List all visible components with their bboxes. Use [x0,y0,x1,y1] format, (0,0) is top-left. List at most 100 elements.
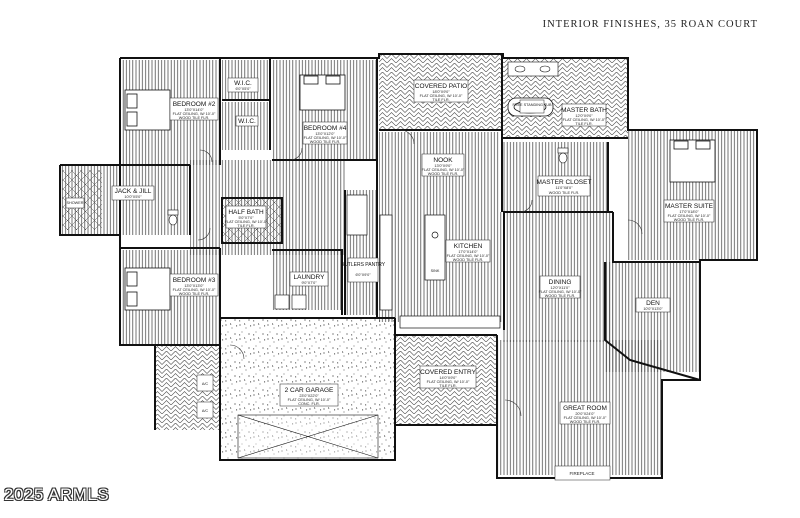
svg-text:14'0"X9'0": 14'0"X9'0" [439,376,457,380]
ac-label: A/C [202,382,209,386]
room-dining: DINING 12'0"X11'0" FLAT CEILING, W/ 10'-… [539,275,582,299]
svg-text:CONC. FLR.: CONC. FLR. [298,402,320,406]
walls [59,53,758,479]
room-laundry: LAUNDRY 9'0"X7'0" [289,271,329,287]
svg-text:11'0"X8'0": 11'0"X8'0" [556,186,574,190]
svg-text:MASTER CLOSET: MASTER CLOSET [537,179,592,186]
kitchen-island [424,214,446,281]
svg-text:FLAT CEILING, W/ 10'-0": FLAT CEILING, W/ 10'-0" [668,214,711,218]
fireplace-label: FIREPLACE [569,471,594,476]
room-great-room: GREAT ROOM 20'0"X24'0" FLAT CEILING, W/ … [559,401,611,425]
watermark: 2025 ARMLS [4,485,110,504]
room-nook: NOOK 13'0"X9'0" FLAT CEILING, W/ 10'-0" … [422,153,465,177]
svg-text:FLAT CEILING, W/ 10'-0": FLAT CEILING, W/ 10'-0" [563,118,606,122]
label-shower: SHOWER [65,197,85,209]
page-header-title: INTERIOR FINISHES, 35 ROAN COURT [542,19,758,30]
svg-text:13'0"X12'0": 13'0"X12'0" [315,132,335,136]
bed-icon [124,267,171,311]
sink-label: SINK [431,269,440,273]
svg-text:LAUNDRY: LAUNDRY [294,274,326,281]
room-den: DEN 10'0"X13'0" [635,297,671,313]
room-bedroom4: BEDROOM #4 13'0"X12'0" FLAT CEILING, W/ … [302,121,348,145]
svg-text:FLAT CEILING, W/ 10'-0": FLAT CEILING, W/ 10'-0" [447,254,490,258]
door-swings [197,129,643,417]
svg-text:BEDROOM #3: BEDROOM #3 [173,277,216,284]
svg-text:10'0"X13'0": 10'0"X13'0" [643,307,663,311]
svg-text:TILE FLR.: TILE FLR. [432,98,449,102]
svg-text:WOOD TILE FLR.: WOOD TILE FLR. [179,116,210,120]
svg-text:BUTLERS PANTRY: BUTLERS PANTRY [341,262,386,268]
svg-text:6'0"X9'0": 6'0"X9'0" [355,273,371,277]
svg-text:JACK & JILL: JACK & JILL [115,188,152,195]
room-wic: W.I.C. 6'0"X5'0" [227,77,259,93]
svg-text:TILE FLR.: TILE FLR. [439,384,456,388]
svg-text:FLAT CEILING, W/ 10'-0": FLAT CEILING, W/ 10'-0" [288,398,331,402]
svg-text:HALF BATH: HALF BATH [228,209,264,216]
vanity-icon [507,61,559,77]
room-master-suite: MASTER SUITE 17'0"X18'0" FLAT CEILING, W… [663,199,715,223]
room-labels: BEDROOM #2 13'0"X14'0" FLAT CEILING, W/ … [65,77,715,476]
svg-text:TILE FLR.: TILE FLR. [237,224,254,228]
svg-text:SHOWER: SHOWER [66,201,83,205]
svg-text:WOOD TILE FLR.: WOOD TILE FLR. [428,172,459,176]
svg-text:5'0"X7'0": 5'0"X7'0" [238,216,254,220]
room-kitchen: KITCHEN 17'0"X14'0" FLAT CEILING, W/ 10'… [445,239,491,263]
svg-text:18'0"X9'0": 18'0"X9'0" [432,90,450,94]
svg-text:FLAT CEILING, W/ 10'-0": FLAT CEILING, W/ 10'-0" [420,94,463,98]
svg-text:FLAT CEILING, W/ 10'-0": FLAT CEILING, W/ 10'-0" [427,380,470,384]
svg-text:FLAT CEILING, W/ 10'-0": FLAT CEILING, W/ 10'-0" [173,112,216,116]
room-jack-jill: JACK & JILL 10'0"X5'0" [111,185,155,201]
garage-door [237,414,379,459]
svg-text:WOOD TILE FLR.: WOOD TILE FLR. [549,191,580,195]
svg-text:12'0"X11'0": 12'0"X11'0" [550,286,570,290]
ac-units [196,374,214,419]
svg-text:FLAT CEILING, W/ 10'-0": FLAT CEILING, W/ 10'-0" [173,288,216,292]
svg-text:WOOD TILE FLR.: WOOD TILE FLR. [310,140,341,144]
svg-text:10'0"X5'0": 10'0"X5'0" [124,195,142,199]
room-half-bath: HALF BATH 5'0"X7'0" FLAT CEILING, W/ 10'… [225,205,268,229]
svg-text:MASTER SUITE: MASTER SUITE [665,203,714,210]
svg-text:DEN: DEN [646,300,660,307]
room-butlers-pantry: BUTLERS PANTRY 6'0"X9'0" [341,257,386,283]
svg-text:WOOD TILE FLR.: WOOD TILE FLR. [570,420,601,424]
counter [346,194,501,329]
svg-text:9'0"X7'0": 9'0"X7'0" [301,281,317,285]
svg-text:WOOD TILE FLR.: WOOD TILE FLR. [179,292,210,296]
svg-text:WOOD TILE FLR.: WOOD TILE FLR. [674,218,705,222]
svg-text:FLAT CEILING, W/ 10'-0": FLAT CEILING, W/ 10'-0" [564,416,607,420]
svg-text:WOOD TILE FLR.: WOOD TILE FLR. [545,294,576,298]
toilet-icon [557,147,569,164]
svg-text:13'0"X14'0": 13'0"X14'0" [184,108,204,112]
svg-text:FLAT CEILING, W/ 10'-0": FLAT CEILING, W/ 10'-0" [539,290,582,294]
svg-text:FLAT CEILING, W/ 10'-0": FLAT CEILING, W/ 10'-0" [225,220,268,224]
bed-icon [124,89,171,131]
svg-text:13'0"X9'0": 13'0"X9'0" [434,164,452,168]
room-master-closet: MASTER CLOSET 11'0"X8'0" WOOD TILE FLR. [537,175,592,197]
svg-text:2 CAR GARAGE: 2 CAR GARAGE [285,387,334,394]
toilet-icon [167,209,179,226]
fireplace-box [554,465,611,481]
room-name: BEDROOM #2 [173,101,216,108]
room-garage: 2 CAR GARAGE 23'0"X22'0" FLAT CEILING, W… [279,383,339,407]
svg-text:COVERED ENTRY: COVERED ENTRY [420,369,477,376]
room-covered-patio: COVERED PATIO 18'0"X9'0" FLAT CEILING, W… [413,79,469,103]
svg-text:12'0"X9'0": 12'0"X9'0" [575,114,593,118]
svg-text:W.I.C.: W.I.C. [234,80,252,87]
svg-text:17'0"X14'0": 17'0"X14'0" [458,250,478,254]
svg-text:TILE FLR.: TILE FLR. [575,122,592,126]
svg-text:23'0"X22'0": 23'0"X22'0" [299,394,319,398]
svg-text:MASTER BATH: MASTER BATH [561,107,607,114]
svg-text:KITCHEN: KITCHEN [454,243,483,250]
room-covered-entry: COVERED ENTRY 14'0"X9'0" FLAT CEILING, W… [419,365,477,389]
label-freestanding-tub: FREE STANDING TUB [512,99,552,114]
svg-text:GREAT ROOM: GREAT ROOM [563,405,607,412]
svg-text:FLAT CEILING, W/ 10'-0": FLAT CEILING, W/ 10'-0" [422,168,465,172]
ac-label: A/C [202,409,209,413]
svg-text:20'0"X24'0": 20'0"X24'0" [575,412,595,416]
svg-text:17'0"X18'0": 17'0"X18'0" [679,210,699,214]
svg-text:6'0"X5'0": 6'0"X5'0" [235,87,251,91]
bed-icon [669,139,716,183]
bed-icon [299,74,346,111]
room-bedroom2: BEDROOM #2 13'0"X14'0" FLAT CEILING, W/ … [169,97,219,121]
